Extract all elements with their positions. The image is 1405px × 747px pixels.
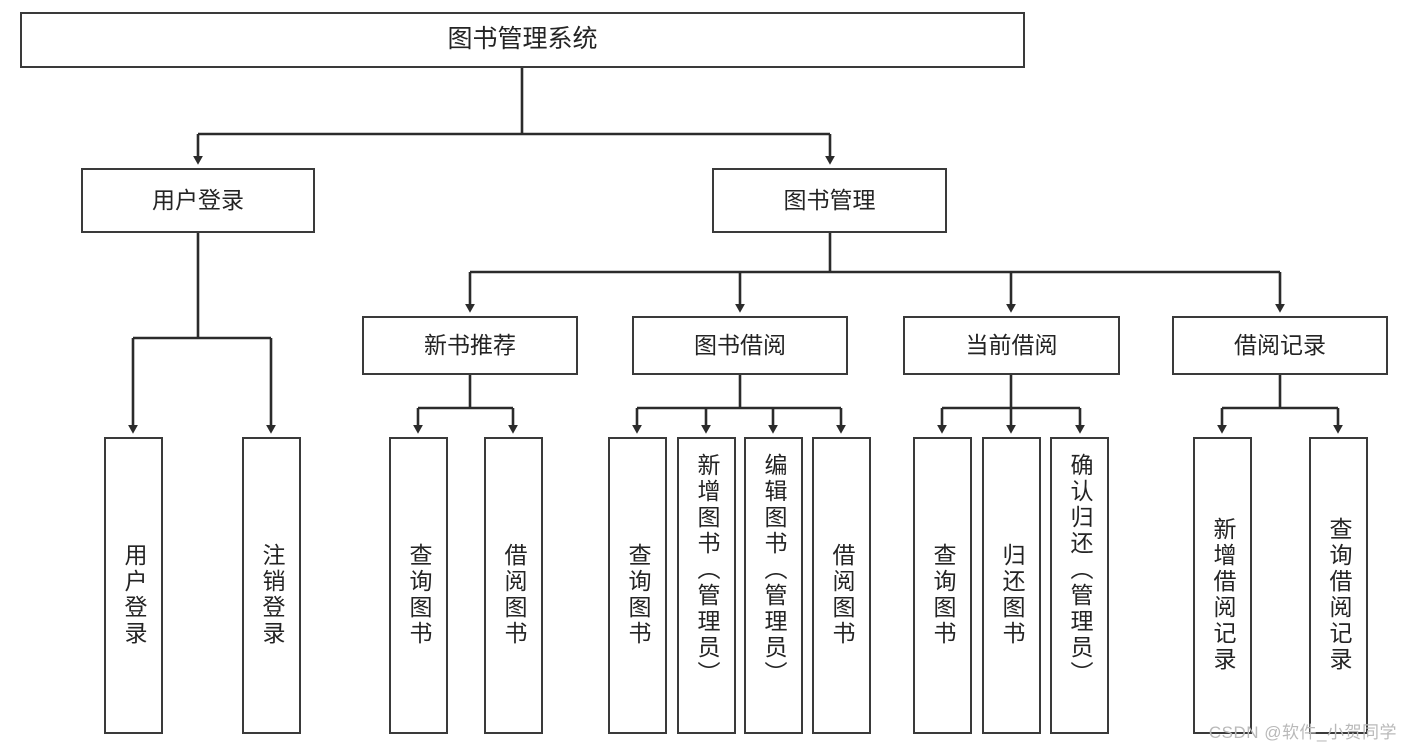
node-label: 图书管理系统 (447, 25, 598, 54)
leaf-recommend-borrow-book[interactable]: 借阅图书 (484, 437, 543, 734)
node-label: 归还图书 (999, 543, 1025, 647)
node-new-book-recommend[interactable]: 新书推荐 (362, 316, 578, 375)
node-label: 注销登录 (259, 543, 285, 647)
node-label: 新书推荐 (424, 331, 516, 358)
node-root-system[interactable]: 图书管理系统 (20, 12, 1025, 68)
leaf-borrow-edit-book-admin[interactable]: 编辑图书（管理员） (744, 437, 803, 734)
leaf-borrow-query-book[interactable]: 查询图书 (608, 437, 667, 734)
node-label: 借阅图书 (501, 543, 527, 647)
node-label: 用户登录 (121, 543, 147, 647)
node-label: 用户登录 (152, 186, 244, 213)
leaf-user-login[interactable]: 用户登录 (104, 437, 163, 734)
node-label: 确认归还（管理员） (1067, 453, 1093, 687)
leaf-borrow-borrow-book[interactable]: 借阅图书 (812, 437, 871, 734)
node-borrow-record[interactable]: 借阅记录 (1172, 316, 1388, 375)
node-label: 查询借阅记录 (1326, 517, 1352, 673)
leaf-current-return-book[interactable]: 归还图书 (982, 437, 1041, 734)
leaf-recommend-query-book[interactable]: 查询图书 (389, 437, 448, 734)
node-label: 编辑图书（管理员） (761, 453, 787, 687)
node-label: 图书管理 (783, 186, 876, 213)
leaf-current-confirm-return-admin[interactable]: 确认归还（管理员） (1050, 437, 1109, 734)
leaf-record-query-borrow-record[interactable]: 查询借阅记录 (1309, 437, 1368, 734)
node-label: 当前借阅 (965, 331, 1058, 358)
node-user-login[interactable]: 用户登录 (81, 168, 315, 233)
node-label: 新增图书（管理员） (694, 453, 720, 687)
node-label: 查询图书 (406, 543, 432, 647)
node-label: 借阅图书 (829, 543, 855, 647)
node-label: 借阅记录 (1234, 331, 1326, 358)
leaf-user-logout[interactable]: 注销登录 (242, 437, 301, 734)
node-book-borrow[interactable]: 图书借阅 (632, 316, 848, 375)
node-current-borrow[interactable]: 当前借阅 (903, 316, 1120, 375)
node-label: 查询图书 (930, 543, 956, 647)
node-label: 新增借阅记录 (1210, 517, 1236, 673)
node-label: 查询图书 (625, 543, 651, 647)
leaf-record-add-borrow-record[interactable]: 新增借阅记录 (1193, 437, 1252, 734)
node-label: 图书借阅 (694, 331, 786, 358)
node-book-management[interactable]: 图书管理 (712, 168, 947, 233)
watermark-text: CSDN @软件_小贺同学 (1208, 723, 1397, 742)
leaf-borrow-add-book-admin[interactable]: 新增图书（管理员） (677, 437, 736, 734)
leaf-current-query-book[interactable]: 查询图书 (913, 437, 972, 734)
